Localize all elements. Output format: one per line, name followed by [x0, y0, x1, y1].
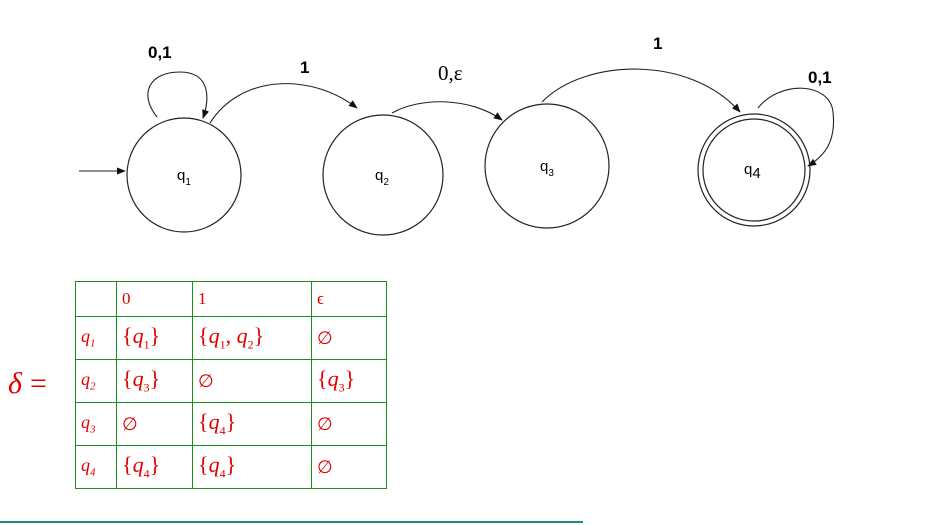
- empty-set-cell: ∅: [116, 402, 193, 446]
- set-cell: {q1}: [116, 316, 193, 360]
- edge-q2-q3: [391, 101, 503, 121]
- set-cell: {q4}: [116, 445, 193, 489]
- state-q2: q2: [322, 114, 444, 236]
- edge-q3-q4: [541, 68, 741, 113]
- delta-equals-label: δ=: [8, 364, 47, 404]
- table-row: q1{q1}{q1, q2}∅: [75, 316, 387, 360]
- row-state-cell: q4: [75, 445, 117, 489]
- empty-set-cell: ∅: [311, 402, 387, 446]
- edge-label-q1-loop: 0,1: [148, 43, 172, 62]
- state-q1: q1: [126, 117, 242, 233]
- empty-set-cell: ∅: [192, 359, 312, 403]
- svg-text:q3: q3: [540, 158, 554, 179]
- set-cell: {q3}: [311, 359, 387, 403]
- set-cell: {q1, q2}: [192, 316, 312, 360]
- edge-label-q3-q4: 1: [653, 34, 662, 53]
- svg-text:q2: q2: [375, 167, 389, 188]
- state-q4: q4: [697, 113, 811, 227]
- header-cell-corner: [75, 281, 117, 317]
- empty-set-cell: ∅: [311, 445, 387, 489]
- edge-label-q2-q3: 0,ε: [438, 61, 463, 85]
- svg-text:q4: q4: [744, 161, 761, 182]
- empty-set-cell: ∅: [311, 316, 387, 360]
- row-state-cell: q2: [75, 359, 117, 403]
- header-cell: ϵ: [311, 281, 387, 317]
- equals-sign: =: [29, 367, 47, 400]
- table-row: q3∅{q4}∅: [75, 402, 387, 446]
- row-state-cell: q1: [75, 316, 117, 360]
- edge-label-q4-loop: 0,1: [808, 68, 832, 87]
- nfa-diagram: 0,1 1 0,ε 1 0,1 q1 q2 q3 q4: [79, 34, 835, 236]
- edge-label-q1-q2: 1: [300, 58, 309, 77]
- edge-q1-loop: [147, 71, 210, 119]
- table-row: q4{q4}{q4}∅: [75, 445, 387, 489]
- header-cell: 1: [192, 281, 312, 317]
- bottom-rule: [0, 521, 583, 523]
- set-cell: {q4}: [192, 445, 312, 489]
- state-q3: q3: [484, 103, 610, 229]
- set-cell: {q3}: [116, 359, 193, 403]
- table-row: q2{q3}∅{q3}: [75, 359, 387, 403]
- edge-q4-loop: [757, 87, 835, 167]
- delta-symbol: δ: [8, 367, 22, 400]
- svg-text:q1: q1: [177, 167, 191, 188]
- set-cell: {q4}: [192, 402, 312, 446]
- edge-q1-q2: [209, 83, 358, 124]
- header-cell: 0: [116, 281, 193, 317]
- row-state-cell: q3: [75, 402, 117, 446]
